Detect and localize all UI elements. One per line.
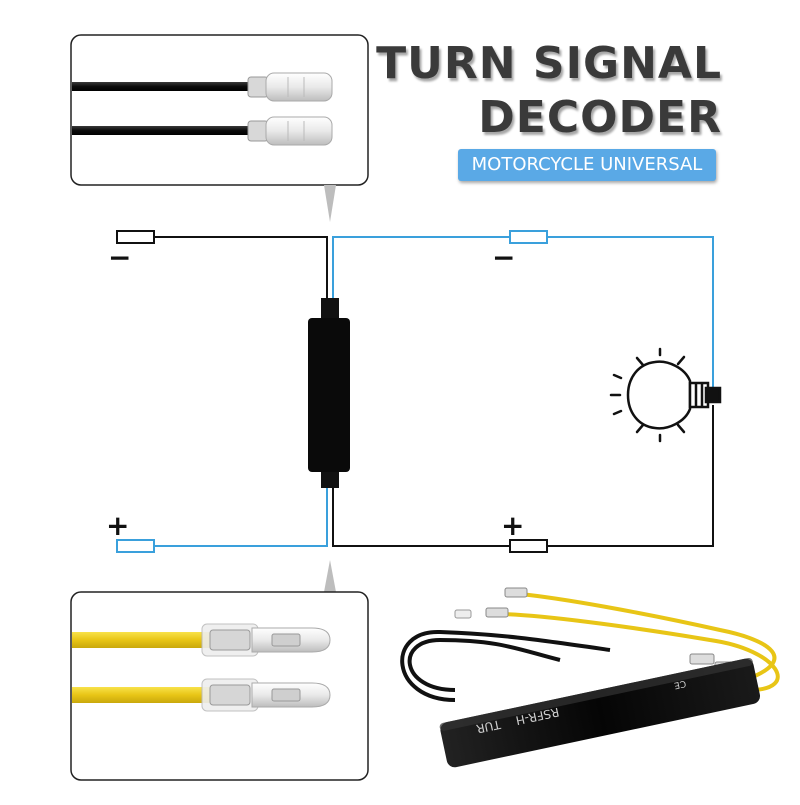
resistor-icon	[308, 298, 350, 488]
yellow-wire-1	[72, 632, 212, 648]
negative-sign-right: −	[492, 241, 516, 274]
terminal-pos-right	[509, 539, 548, 553]
decoder-print-3: CE	[673, 678, 687, 690]
black-wire-1	[72, 82, 252, 91]
terminal-pos-left	[116, 539, 155, 553]
title-line-1: TURN SIGNAL	[376, 38, 722, 89]
yellow-wire-2	[72, 687, 212, 703]
decoder-print-2: TUR	[475, 717, 503, 736]
black-wire-2	[72, 126, 252, 135]
negative-wire-left	[154, 236, 328, 310]
callout-pointer-top	[324, 185, 336, 222]
connector-icon	[201, 678, 331, 712]
terminal-neg-left	[116, 230, 155, 244]
bulb-icon	[609, 347, 722, 443]
connector-icon	[201, 623, 331, 657]
connector-icon	[247, 72, 333, 102]
positive-sign-right: +	[501, 509, 525, 542]
title-line-2: DECODER	[478, 92, 722, 143]
positive-wire-left	[154, 480, 328, 547]
callout-pointer-bottom	[324, 560, 336, 592]
subtitle-badge: MOTORCYCLE UNIVERSAL	[458, 149, 716, 181]
connector-icon	[247, 116, 333, 146]
terminal-neg-right	[509, 230, 548, 244]
negative-sign-left: −	[108, 241, 132, 274]
inset-black-wires	[70, 34, 369, 222]
decoder-product-image: RSFR-H TUR CE	[400, 587, 780, 768]
positive-sign-left: +	[106, 509, 130, 542]
inset-yellow-wires	[70, 560, 369, 781]
